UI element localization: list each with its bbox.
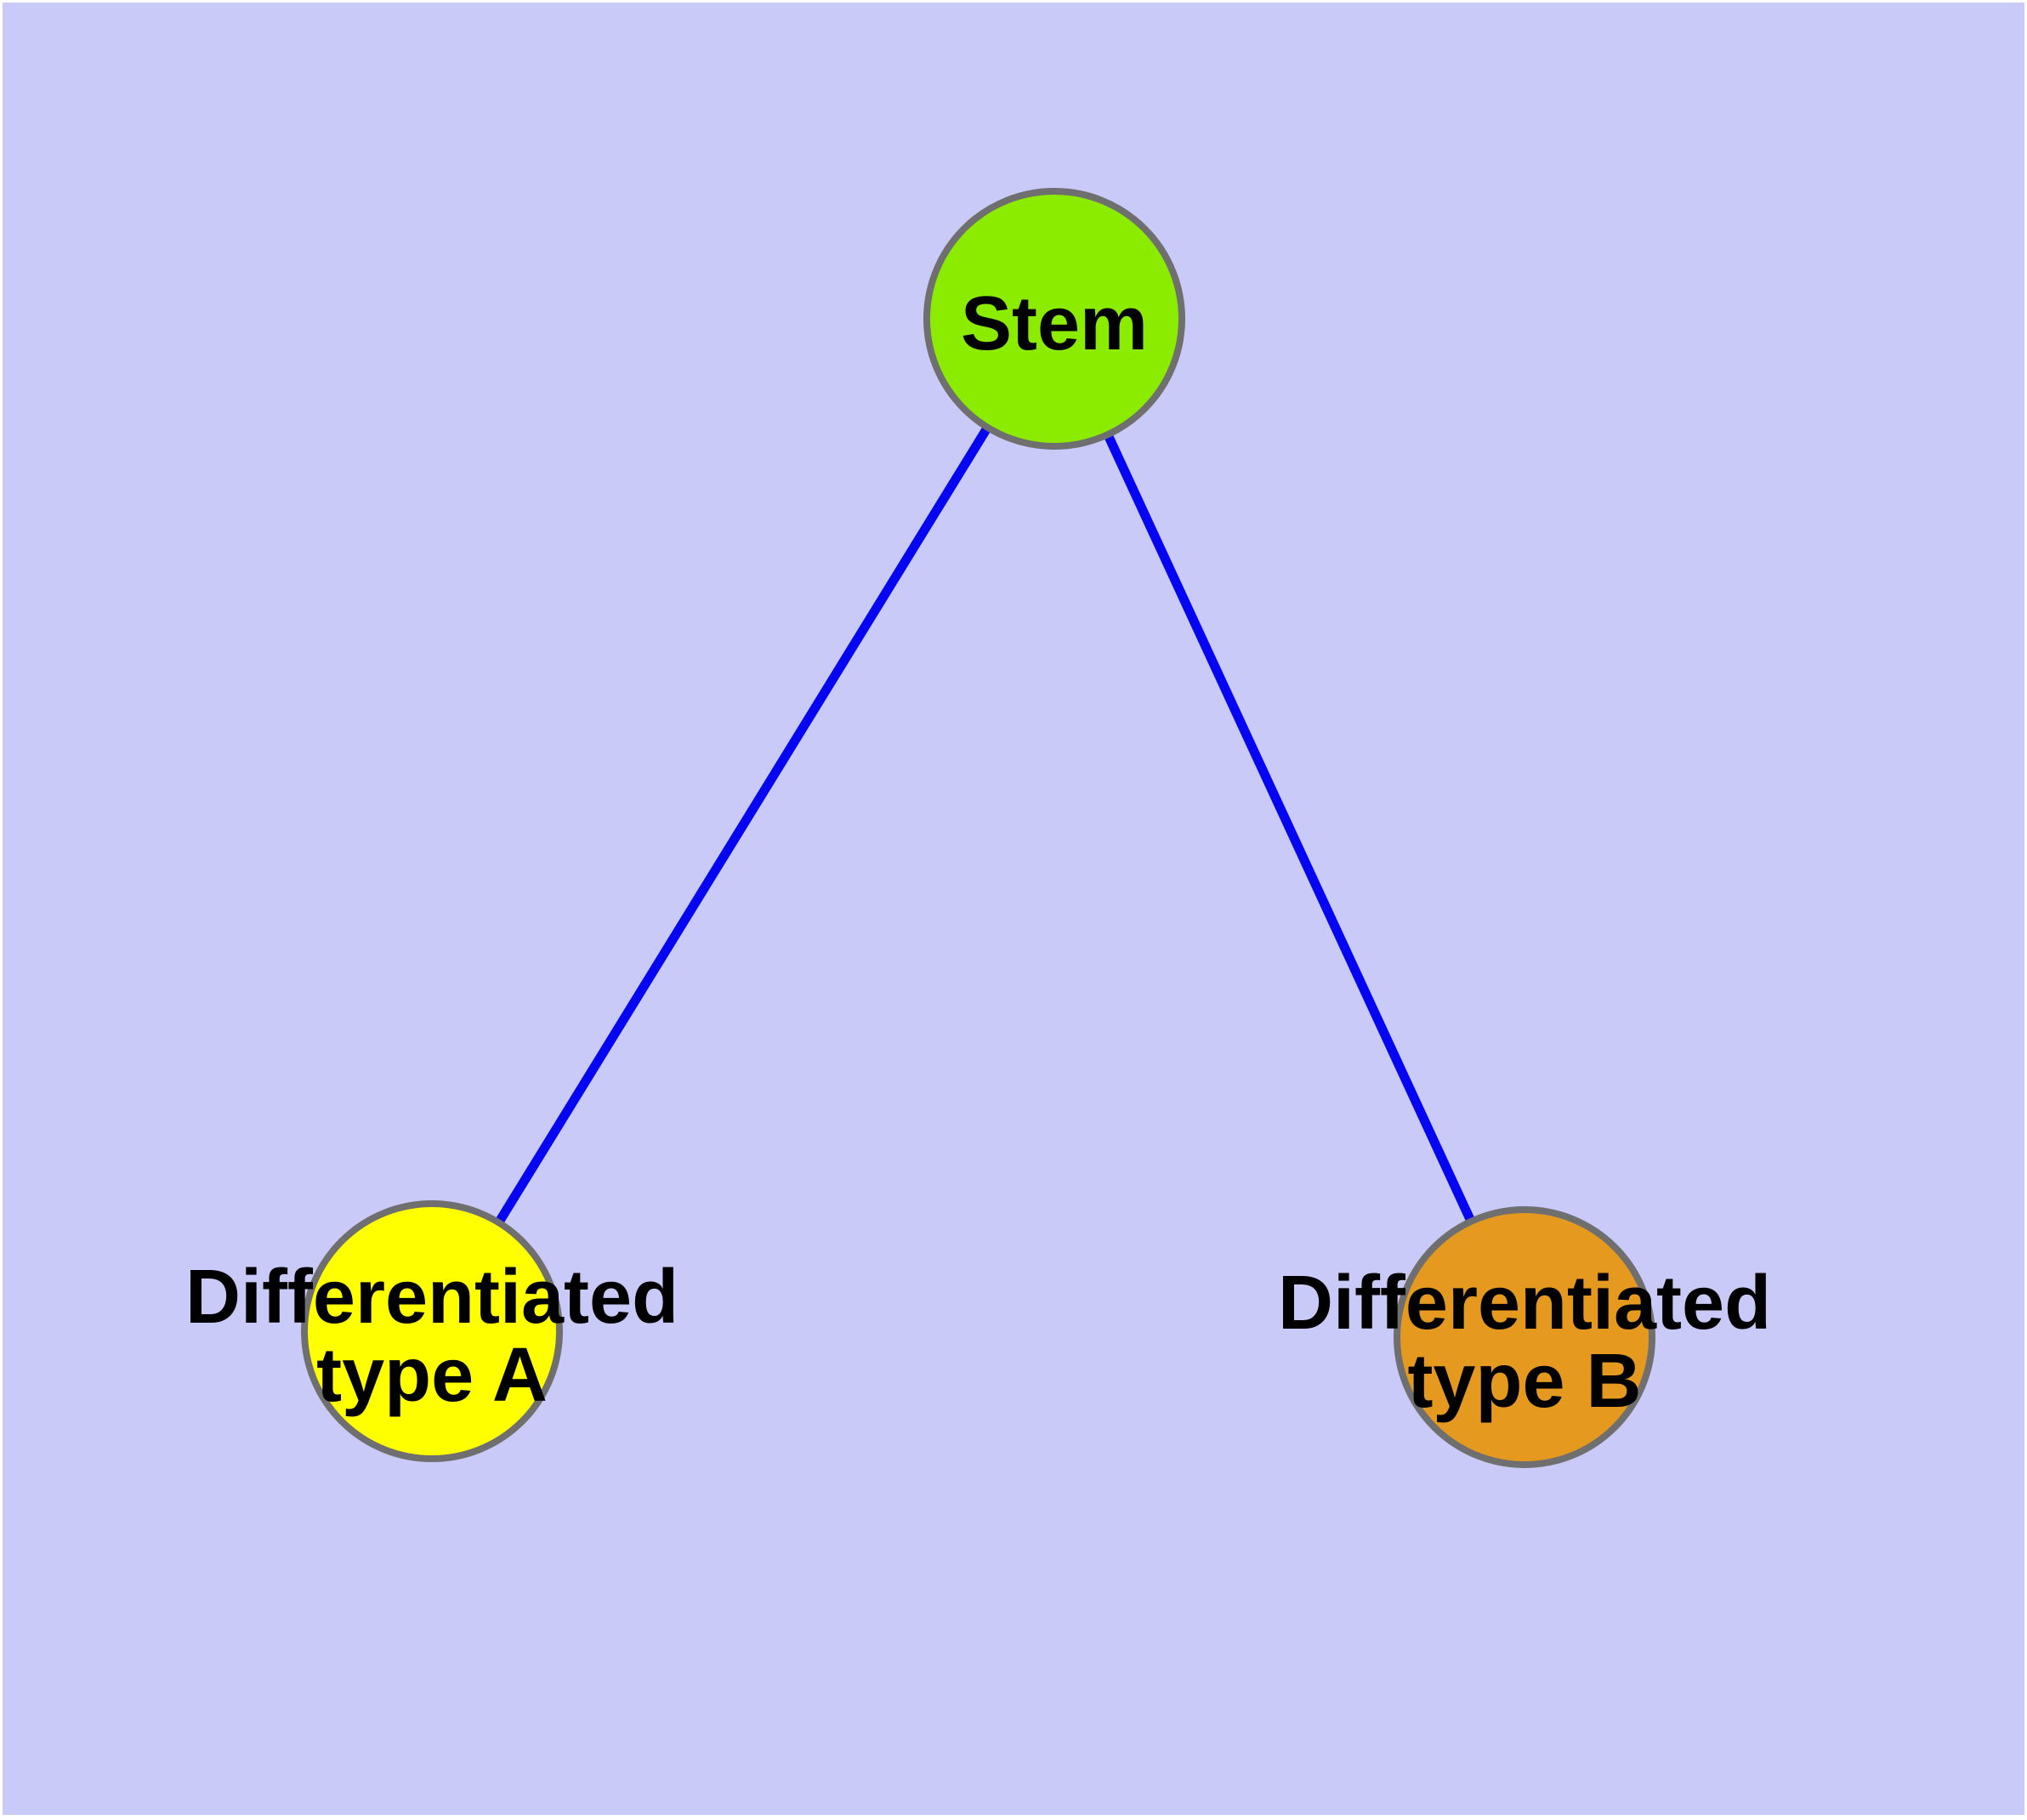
- edge-stem-to-differentiated-type-b: [1050, 316, 1529, 1340]
- graph-svg: [301, 188, 1655, 1468]
- node-stem[interactable]: [923, 188, 1185, 450]
- node-differentiated-type-b[interactable]: [1394, 1206, 1655, 1468]
- node-differentiated-type-a[interactable]: [301, 1200, 563, 1462]
- edge-stem-to-differentiated-type-a: [428, 316, 1059, 1334]
